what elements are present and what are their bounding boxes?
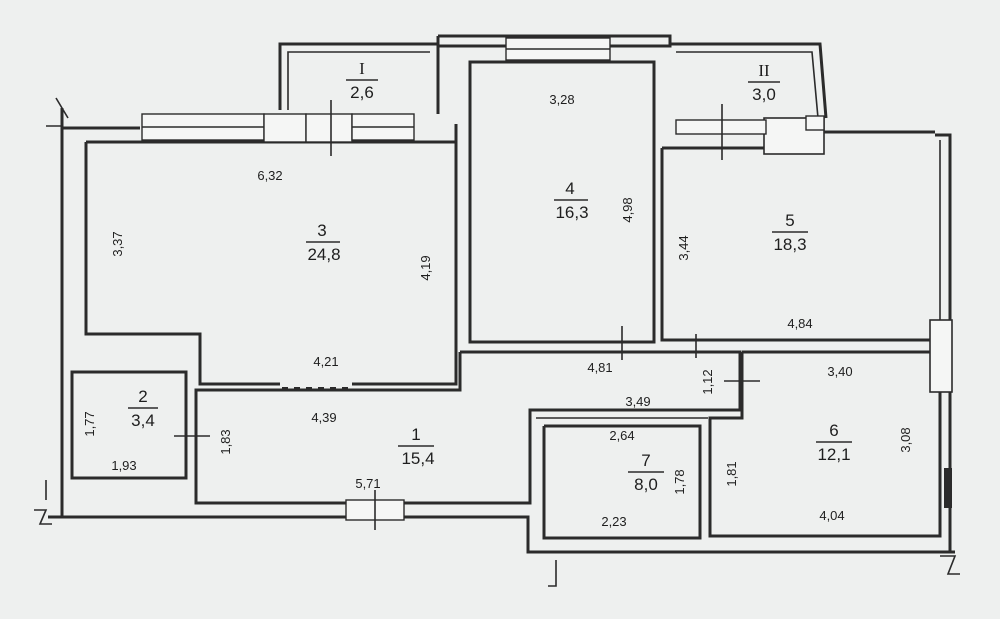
- room-2: [70, 370, 210, 480]
- balcony-II-walls: [670, 42, 828, 119]
- dim-room-3-left: 3,37: [110, 231, 125, 256]
- room-1-walls: [194, 352, 462, 505]
- dim-room-7-bottom: 2,23: [601, 514, 626, 529]
- break-tick-top-left: [55, 97, 69, 119]
- room-4-walls: [468, 60, 656, 344]
- right-wall-dark-segment: [944, 468, 952, 508]
- dim-room-3-width: 6,32: [257, 168, 282, 183]
- dim-room-5-height: 3,44: [676, 235, 691, 260]
- dim-hall-passage: 1,12: [700, 369, 715, 394]
- balcony-door-frame: [305, 113, 353, 143]
- dim-room-3-bottom: 4,21: [313, 354, 338, 369]
- right-pillar: [929, 319, 953, 393]
- room-7-walls: [542, 424, 702, 540]
- top-wall-block: [436, 34, 672, 48]
- room-5: [660, 104, 935, 358]
- dim-room-7-right: 1,78: [672, 469, 687, 494]
- dim-room-2-width: 1,93: [111, 458, 136, 473]
- room-4: [468, 60, 656, 360]
- balcony-II: [670, 42, 828, 155]
- room-5-walls: [660, 148, 930, 342]
- dim-room-7-top: 2,64: [609, 428, 634, 443]
- balcony-I-number: I: [359, 59, 365, 78]
- break-tick-bottom-left: [34, 509, 52, 525]
- balcony-II-number: II: [758, 61, 770, 80]
- room-4-number: 4: [565, 179, 574, 198]
- dim-room-6-right: 3,08: [898, 427, 913, 452]
- dim-hall-top: 4,39: [311, 410, 336, 425]
- room-2-area: 3,4: [131, 411, 155, 430]
- room-7-number: 7: [641, 451, 650, 470]
- dim-room-2-height: 1,77: [82, 411, 97, 436]
- room-6-number: 6: [829, 421, 838, 440]
- room-3-area: 24,8: [307, 245, 340, 264]
- dim-hall-left: 1,83: [218, 429, 233, 454]
- room-5-area: 18,3: [773, 235, 806, 254]
- dim-room-4-width: 3,28: [549, 92, 574, 107]
- dim-room-7-outer: 3,49: [625, 394, 650, 409]
- room-2-walls: [70, 370, 188, 480]
- room-1-walls-right: [404, 350, 742, 505]
- dimension-labels: 6,32 3,37 4,19 4,21 3,28 4,98 3,44 4,84 …: [82, 92, 913, 529]
- outer-walls: [34, 97, 960, 587]
- top-wall-room-4: [436, 34, 672, 61]
- room-6: [708, 350, 942, 538]
- room-1-area: 15,4: [401, 449, 434, 468]
- room-4-area: 16,3: [555, 203, 588, 222]
- room-3: [84, 100, 458, 389]
- room-7: [536, 417, 708, 540]
- window-room-5: [675, 119, 767, 135]
- dim-room-6-left: 1,81: [724, 461, 739, 486]
- balcony-I-inner-line: [287, 51, 430, 110]
- room-5-number: 5: [785, 211, 794, 230]
- room-7-area: 8,0: [634, 475, 658, 494]
- room-1-number: 1: [411, 425, 420, 444]
- dim-room-6-bottom: 4,04: [819, 508, 844, 523]
- wall-bottom-middle: [404, 515, 572, 554]
- balcony-II-corner-post: [805, 115, 825, 131]
- break-mark-bottom-right: [940, 555, 960, 575]
- balcony-I-area: 2,6: [350, 83, 374, 102]
- room-3-number: 3: [317, 221, 326, 240]
- dim-hall-bottom: 5,71: [355, 476, 380, 491]
- dim-room-6-top: 3,40: [827, 364, 852, 379]
- wall-right-top: [935, 133, 952, 320]
- dim-room-3-right: 4,19: [418, 255, 433, 280]
- dim-room-5-width: 4,84: [787, 316, 812, 331]
- room-labels: 3 24,8 4 16,3 5 18,3 1 15,4 2 3,4 7 8,0 …: [128, 59, 852, 494]
- balcony-I-walls: [278, 42, 440, 114]
- room-6-walls: [708, 352, 942, 538]
- room-3-right-wall: [352, 124, 458, 386]
- dim-hall-width: 4,81: [587, 360, 612, 375]
- balcony-I: [278, 42, 440, 114]
- break-mark-bottom-middle: [548, 560, 557, 587]
- balcony-door-frame-left: [263, 113, 307, 143]
- room-2-number: 2: [138, 387, 147, 406]
- balcony-II-inner-line: [676, 51, 819, 119]
- balcony-II-area: 3,0: [752, 85, 776, 104]
- room-6-area: 12,1: [817, 445, 850, 464]
- dim-room-4-height: 4,98: [620, 197, 635, 222]
- room-1: [194, 350, 760, 530]
